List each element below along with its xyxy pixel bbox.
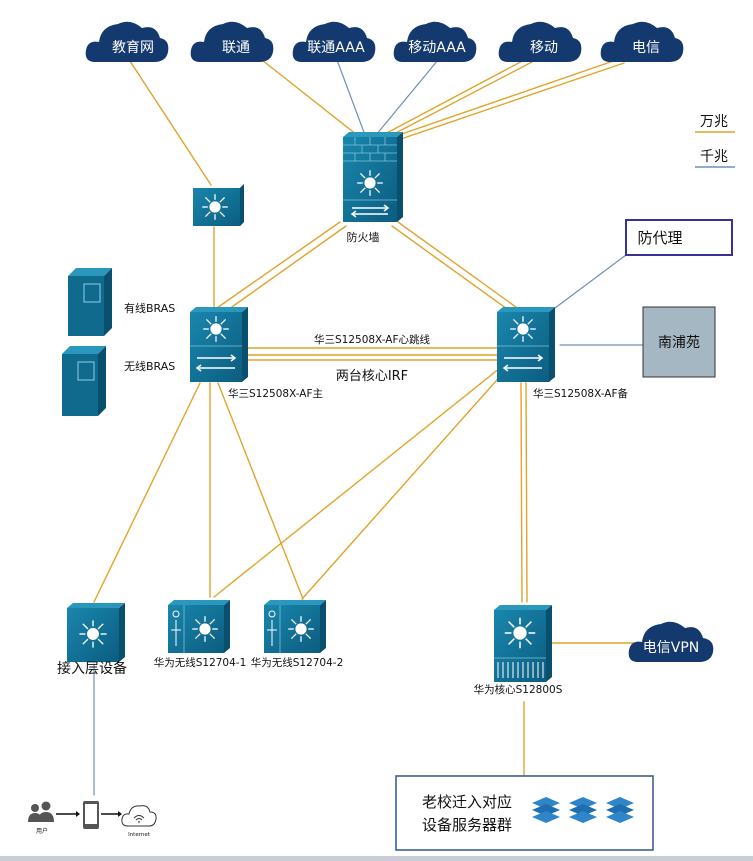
link-fw-coremain-a — [213, 221, 341, 311]
internet-label: Internet — [128, 832, 151, 838]
user-chain: 用户 Internet — [28, 801, 157, 838]
wireless2-hub-icon — [287, 615, 315, 643]
link-fw-coremain-b — [221, 225, 347, 315]
link-fw-corebackup-b — [391, 225, 515, 315]
link-corebackup-proxy — [554, 254, 627, 309]
link-corebackup-wireless2 — [301, 371, 505, 600]
wired-bras-label: 有线BRAS — [124, 301, 175, 315]
access-label: 接入层设备 — [57, 660, 127, 677]
cloud-telecom-vpn: 电信VPN — [628, 621, 714, 662]
firewall-switch-arrows-icon — [350, 204, 390, 218]
link-corebackup-huawei-b — [525, 382, 528, 603]
server-group-line1: 老校迁入对应 — [422, 793, 512, 811]
huawei-core-hub-icon — [504, 617, 536, 649]
cloud-unicom: 联通 — [190, 21, 274, 62]
huawei-core-ports-icon — [497, 662, 544, 678]
cloud-telecom: 电信 — [600, 21, 684, 62]
cloud-mobile-aaa-label: 移动AAA — [408, 40, 466, 56]
wireless1-hub-icon — [191, 615, 219, 643]
huawei-core-label: 华为核心S12800S — [474, 683, 563, 696]
server-group-box: 老校迁入对应 设备服务器群 — [395, 775, 654, 851]
cloud-mobile-aaa: 移动AAA — [393, 21, 477, 62]
server-group-line2: 设备服务器群 — [422, 816, 512, 834]
link-mobile-firewall-b — [387, 61, 533, 138]
core-main-hub-icon — [202, 315, 230, 343]
link-telecom-firewall-a — [392, 57, 623, 138]
users-icon — [28, 801, 54, 822]
nanpu-label: 南浦苑 — [658, 335, 700, 351]
access-hub-icon — [78, 619, 108, 649]
wireless-switch-2: 华为无线S12704-2 — [251, 600, 344, 669]
core-main-switch: 华三S12508X-AF主 — [190, 307, 323, 400]
wireless1-label: 华为无线S12704-1 — [154, 656, 247, 669]
edge-router — [193, 184, 244, 226]
proxy-box: 防代理 — [625, 219, 733, 256]
server-stack-icon — [532, 797, 560, 823]
cloud-edu: 教育网 — [85, 21, 169, 62]
cloud-edu-label: 教育网 — [112, 40, 154, 56]
core-backup-switch-arrows-icon — [502, 354, 544, 372]
wireless1-antenna-icon — [171, 610, 181, 646]
core-main-switch-arrows-icon — [195, 354, 237, 372]
link-edu-router — [127, 57, 212, 186]
legend-ten-gig-label: 万兆 — [700, 114, 728, 130]
heartbeat-label: 华三S12508X-AF心跳线 — [314, 333, 431, 346]
core-main-label: 华三S12508X-AF主 — [228, 387, 323, 400]
link-telecom-firewall-b — [397, 62, 625, 141]
core-backup-hub-icon — [509, 315, 537, 343]
legend: 万兆 千兆 — [695, 114, 735, 168]
router-hub-icon — [201, 193, 229, 221]
wireless2-label: 华为无线S12704-2 — [251, 656, 344, 669]
link-coremain-wireless2 — [217, 382, 304, 600]
core-backup-switch: 华三S12508X-AF备 — [497, 307, 629, 400]
internet-cloud-icon — [121, 805, 157, 827]
server-stack-icon — [569, 797, 597, 823]
wired-bras-server: 有线BRAS — [68, 268, 175, 336]
links — [93, 57, 643, 796]
access-layer-switch: 接入层设备 — [57, 603, 127, 677]
firewall-label: 防火墙 — [347, 230, 380, 244]
legend-gig-label: 千兆 — [700, 149, 728, 165]
link-unicomaaa-firewall — [336, 59, 366, 136]
link-coremain-access — [93, 382, 201, 603]
huawei-core-switch: 华为核心S12800S — [474, 605, 563, 696]
link-mobile-firewall-a — [382, 57, 529, 136]
phone-icon — [83, 801, 99, 829]
cloud-unicom-aaa: 联通AAA — [292, 21, 376, 62]
link-corebackup-wireless1 — [213, 367, 501, 598]
firewall-hub-icon — [356, 169, 384, 197]
proxy-label: 防代理 — [637, 229, 682, 247]
wireless-bras-label: 无线BRAS — [124, 359, 175, 373]
cloud-telecom-vpn-label: 电信VPN — [643, 640, 700, 656]
cloud-mobile: 移动 — [498, 21, 582, 62]
cloud-unicom-label: 联通 — [222, 40, 250, 56]
link-corebackup-huawei-a — [520, 382, 523, 603]
link-fw-corebackup-a — [397, 221, 521, 311]
user-label: 用户 — [36, 827, 48, 835]
firewall-device: 防火墙 — [343, 132, 403, 244]
link-unicom-firewall — [261, 59, 358, 136]
bottom-divider — [0, 856, 753, 861]
nanpu-box: 南浦苑 — [642, 306, 716, 378]
core-backup-label: 华三S12508X-AF备 — [533, 387, 629, 400]
server-stack-icon — [606, 797, 634, 823]
link-mobileaaa-firewall — [375, 59, 439, 136]
wireless2-antenna-icon — [267, 610, 277, 646]
irf-label: 两台核心IRF — [336, 369, 408, 384]
cloud-telecom-label: 电信 — [632, 40, 660, 56]
wireless-bras-server: 无线BRAS — [62, 346, 175, 416]
cloud-mobile-label: 移动 — [530, 40, 558, 56]
cloud-unicom-aaa-label: 联通AAA — [307, 40, 365, 56]
wireless-switch-1: 华为无线S12704-1 — [154, 600, 247, 669]
